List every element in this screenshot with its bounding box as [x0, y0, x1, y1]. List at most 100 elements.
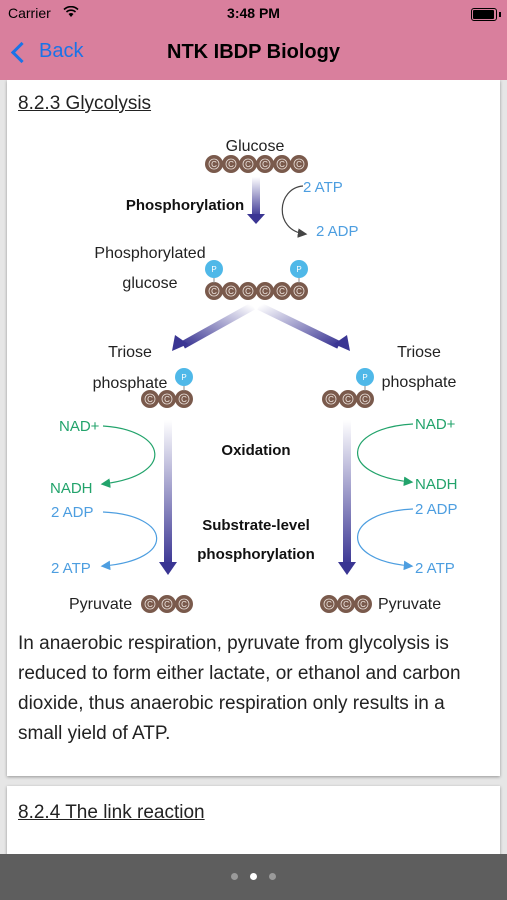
carbon-atom — [273, 155, 291, 173]
carbon-atom — [320, 595, 338, 613]
phosphorylation-arrow-shaft — [252, 177, 260, 217]
carbon-letter: C — [147, 600, 153, 609]
carbon-atom — [158, 595, 176, 613]
carbon-atom-ring — [208, 285, 220, 297]
carbon-atom-ring — [208, 158, 220, 170]
atp-adp-curve — [281, 185, 308, 238]
carbon-letter: C — [181, 600, 187, 609]
carbon-atom-ring — [178, 393, 190, 405]
carbon-atom — [290, 282, 308, 300]
nad-left-text: NAD+ — [59, 418, 100, 435]
carbon-atom-ring — [293, 285, 305, 297]
carbon-letter: C — [164, 395, 170, 404]
phosphate-letter: P — [211, 265, 216, 274]
carbon-atom-ring — [225, 158, 237, 170]
carbon-atom — [158, 390, 176, 408]
page-control-bar — [0, 854, 507, 900]
back-label: Back — [39, 40, 84, 62]
carbon-atom — [205, 282, 223, 300]
carbon-atom-ring — [359, 393, 371, 405]
nad-curve-left — [100, 425, 156, 488]
nadh-left-label: NADH — [50, 480, 93, 497]
atp-right-label: 2 ATP — [415, 560, 455, 577]
carbon-atom-ring — [276, 158, 288, 170]
phosphate-group-right: P — [290, 260, 308, 283]
carbon-atom — [256, 155, 274, 173]
carbon-letter: C — [245, 287, 251, 296]
battery-icon — [471, 8, 501, 21]
adp-out-label: 2 ADP — [316, 223, 359, 240]
carbon-atom-ring — [225, 285, 237, 297]
carbon-atom-ring — [342, 393, 354, 405]
page-title: NTK IBDP Biology — [167, 41, 340, 63]
nad-left-label: NAD+ — [59, 418, 100, 435]
section-paragraph: In anaerobic respiration, pyruvate from … — [18, 633, 461, 744]
carbon-atom-ring — [144, 393, 156, 405]
phosphate-right-label: phosphate — [382, 374, 457, 391]
carbon-atom — [141, 390, 159, 408]
phosphorylated-label: Phosphorylated — [94, 245, 205, 262]
adp-curve-left — [100, 511, 158, 571]
carbon-letter: C — [228, 160, 234, 169]
phosphate-letter: P — [296, 265, 301, 274]
carbon-atom — [339, 390, 357, 408]
carbon-letter: C — [326, 600, 332, 609]
page-dot[interactable] — [269, 873, 276, 880]
carbon-atom-ring — [178, 598, 190, 610]
wifi-icon — [63, 6, 79, 17]
carbon-atom — [239, 155, 257, 173]
adp-left-label: 2 ADP — [51, 504, 94, 521]
carbon-letter: C — [211, 160, 217, 169]
section-card-link-reaction[interactable]: 8.2.4 The link reaction — [7, 786, 500, 854]
carbon-letter: C — [345, 395, 351, 404]
carbon-atom — [175, 595, 193, 613]
carbon-atom-ring — [357, 598, 369, 610]
back-button[interactable]: Back — [10, 40, 84, 64]
carbon-atom — [141, 595, 159, 613]
triose-right-label: Triose — [397, 344, 441, 361]
phosphate-circle — [175, 368, 193, 386]
carbon-atom — [273, 282, 291, 300]
nav-bar: Back NTK IBDP Biology — [0, 28, 507, 80]
status-bar: Carrier 3:48 PM — [0, 0, 507, 28]
glucose-label-2: glucose — [122, 275, 177, 292]
phosphorylation-arrow-head — [247, 214, 265, 224]
phosphate-group-left: P — [205, 260, 223, 283]
oxidation-label: Oxidation — [221, 442, 290, 459]
carbon-letter: C — [228, 287, 234, 296]
pyruvate-left-label: Pyruvate — [69, 596, 132, 613]
carbon-letter: C — [343, 600, 349, 609]
carbon-atom — [222, 282, 240, 300]
carbon-letter: C — [164, 600, 170, 609]
page-dot[interactable] — [231, 873, 238, 880]
right-main-arrowhead — [338, 562, 356, 575]
carbon-atom-ring — [242, 285, 254, 297]
nadh-right-label: NADH — [415, 476, 458, 493]
carbon-atom — [356, 390, 374, 408]
split-arrowhead-left — [172, 335, 188, 351]
right-main-arrow-shaft — [343, 420, 351, 566]
carbon-atom-ring — [161, 393, 173, 405]
carbon-letter: C — [262, 287, 268, 296]
carbon-atom — [354, 595, 372, 613]
carbon-letter: C — [245, 160, 251, 169]
nad-curve-right — [357, 423, 414, 487]
page-indicator[interactable] — [0, 873, 507, 880]
atp-left-label: 2 ATP — [51, 560, 91, 577]
clock: 3:48 PM — [227, 5, 280, 21]
carbon-atom-ring — [293, 158, 305, 170]
triose-left-label: Triose — [108, 344, 152, 361]
page-dot[interactable] — [250, 873, 257, 880]
carbon-letter: C — [362, 395, 368, 404]
content-scroll[interactable]: 8.2.3 Glycolysis Gl — [0, 80, 507, 854]
atp-in-label: 2 ATP — [303, 179, 343, 196]
substrate-level-label: Substrate-level — [202, 517, 310, 534]
phosphate-circle — [205, 260, 223, 278]
section-title: 8.2.3 Glycolysis — [18, 93, 152, 114]
